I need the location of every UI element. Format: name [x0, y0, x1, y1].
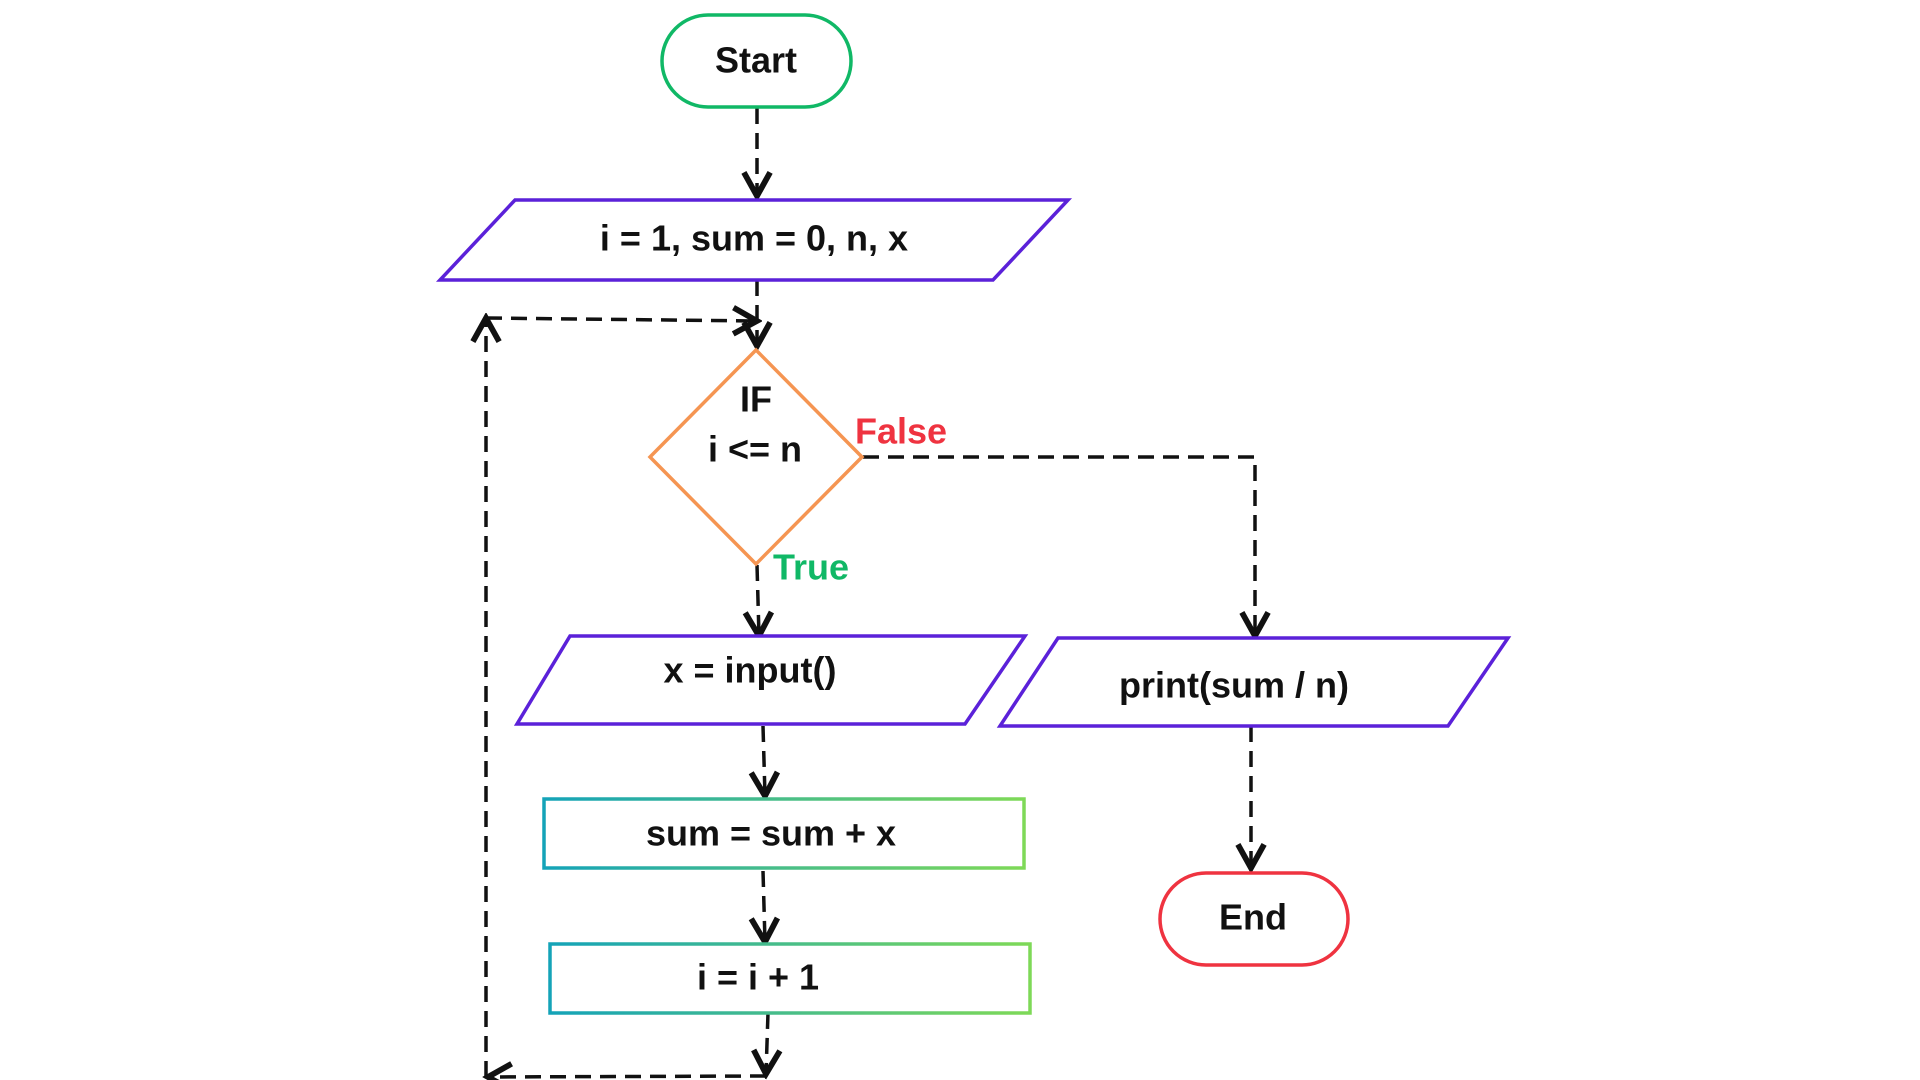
decision-condition-label: i <= n: [708, 429, 802, 470]
edge-decision-false-to-output: [863, 455, 1255, 636]
false-branch-label: False: [855, 411, 947, 452]
start-label: Start: [715, 40, 797, 81]
edge-increment-loop-back: [766, 1012, 768, 1074]
init-io-block: i = 1, sum = 0, n, x: [435, 198, 1073, 282]
input-label: x = input(): [664, 650, 837, 691]
decision-if-label: IF: [740, 379, 772, 420]
true-branch-label: True: [773, 547, 849, 588]
edge-decision-true-to-input: [757, 564, 759, 636]
increment-process-block: i = i + 1: [548, 942, 1032, 1015]
accumulate-label: sum = sum + x: [646, 813, 896, 854]
increment-label: i = i + 1: [697, 957, 819, 998]
edge-input-to-accumulate: [763, 725, 765, 796]
decision-block: IF i <= n: [647, 347, 865, 567]
input-io-block: x = input(): [513, 634, 1029, 726]
output-io-block: print(sum / n): [996, 636, 1512, 728]
edge-accumulate-to-increment: [763, 870, 765, 942]
end-label: End: [1219, 897, 1287, 938]
end-terminal: End: [1158, 871, 1350, 967]
start-terminal: Start: [660, 13, 853, 109]
edge-loop-to-decision: [485, 318, 757, 321]
accumulate-process-block: sum = sum + x: [542, 797, 1026, 870]
output-label: print(sum / n): [1119, 665, 1349, 706]
init-label: i = 1, sum = 0, n, x: [600, 218, 908, 259]
edge-loop-left: [488, 1076, 767, 1077]
